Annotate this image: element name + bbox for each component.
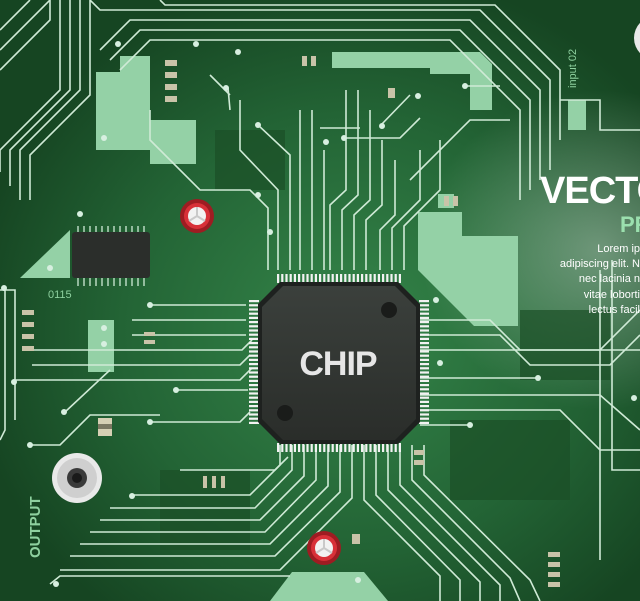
capacitor-bottom bbox=[307, 531, 341, 565]
small-ic bbox=[72, 226, 150, 286]
output-label: OUTPUT bbox=[27, 496, 44, 558]
panel-line-5: lectus facil bbox=[589, 304, 640, 316]
panel-line-4: vitae loborti bbox=[584, 289, 640, 301]
panel-title: VECTOR bbox=[540, 170, 640, 212]
text-panel: VECTOR PR Lorem ip adipiscing elit. N ne… bbox=[540, 170, 640, 316]
chip-label: CHIP bbox=[299, 345, 377, 383]
board-sections bbox=[160, 130, 610, 550]
input-label: input 02 bbox=[567, 49, 579, 88]
main-chip: CHIP bbox=[258, 282, 420, 444]
smd-components bbox=[22, 56, 560, 587]
socket-connector bbox=[52, 453, 102, 503]
panel-line-1: Lorem ip bbox=[597, 243, 640, 255]
panel-line-3: nec lacinia n bbox=[579, 273, 640, 285]
vias bbox=[1, 41, 637, 587]
panel-line-2: adipiscing elit. N bbox=[560, 258, 640, 270]
code-label: 0115 bbox=[48, 289, 72, 301]
capacitor-top bbox=[180, 199, 214, 233]
copper-pads bbox=[20, 52, 586, 601]
partial-socket bbox=[634, 22, 640, 54]
chip-pins bbox=[249, 274, 429, 452]
panel-subtitle: PR bbox=[620, 212, 640, 237]
